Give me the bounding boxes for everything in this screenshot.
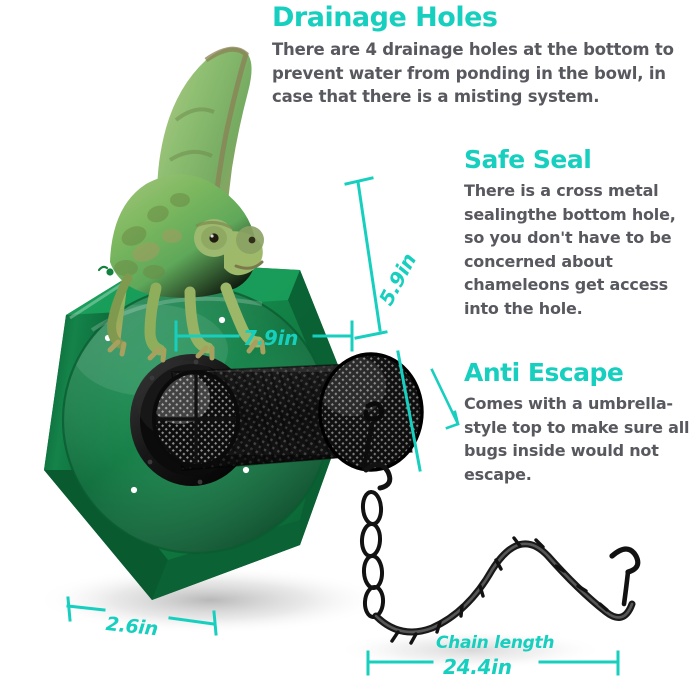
callout-drainage-holes: Drainage Holes There are 4 drainage hole… — [272, 2, 692, 109]
cross-metal-seal-opening — [152, 370, 240, 468]
callout-body: There are 4 drainage holes at the bottom… — [272, 40, 674, 107]
callout-body: Comes with a umbrella-style top to make … — [464, 394, 690, 484]
drainage-hole — [130, 486, 138, 494]
feeder-tube — [130, 352, 424, 486]
callout-anti-escape: Anti Escape Comes with a umbrella-style … — [464, 358, 700, 486]
drainage-hole — [218, 316, 226, 324]
chameleon-eye — [194, 219, 234, 257]
callout-title: Drainage Holes — [272, 2, 498, 33]
dimension-7-9in — [174, 320, 354, 352]
product-shadow — [35, 566, 385, 634]
callout-safe-seal: Safe Seal There is a cross metal sealing… — [464, 145, 696, 320]
callout-title: Safe Seal — [464, 145, 592, 174]
dimension-label-width: 7.9in — [243, 326, 299, 350]
hanging-chain — [359, 462, 641, 645]
callout-title: Anti Escape — [464, 358, 624, 387]
leader-anti-escape — [430, 368, 460, 430]
dimension-5-9in — [344, 176, 422, 472]
dimension-lines — [66, 176, 620, 676]
dimension-24-4in — [366, 650, 620, 676]
veiled-chameleon — [107, 46, 266, 363]
chain-length-caption: Chain length — [436, 633, 555, 653]
callout-body: There is a cross metal sealingthe bottom… — [464, 181, 676, 318]
chameleon-legs — [107, 273, 266, 363]
umbrella-mesh-cap — [318, 352, 424, 472]
drainage-hole — [242, 466, 250, 474]
cross-metal-seal — [153, 370, 240, 468]
svg-text:REPTIZOO: REPTIZOO — [56, 276, 107, 285]
dimension-label-chain: 24.4in — [443, 655, 512, 679]
chameleon-eye-far — [236, 226, 264, 254]
dimension-2-6in — [66, 596, 218, 636]
